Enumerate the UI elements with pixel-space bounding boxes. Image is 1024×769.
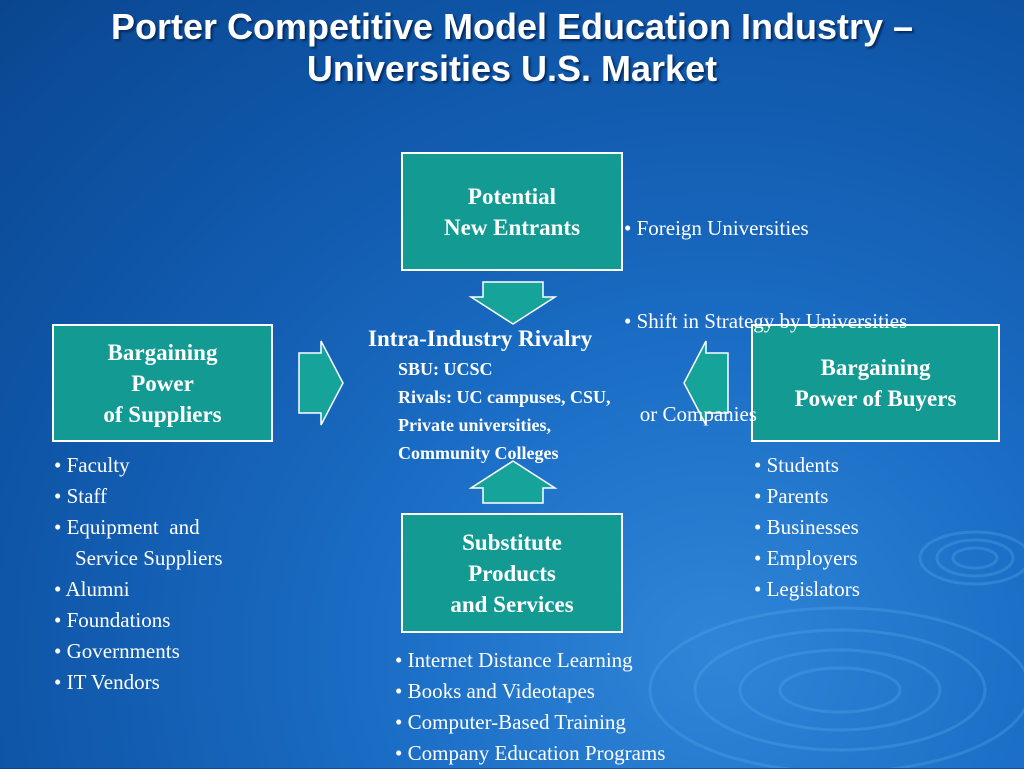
supplier-power-box: Bargaining Power of Suppliers: [52, 324, 273, 442]
list-item: • Alumni: [54, 577, 130, 601]
suppliers-label-3: of Suppliers: [103, 401, 222, 427]
list-item: • Students: [754, 453, 839, 477]
suppliers-list: • Faculty • Staff • Equipment and Servic…: [54, 450, 223, 698]
rivalry-line: SBU: UCSC: [398, 359, 493, 379]
arrow-up-icon: [468, 460, 558, 504]
list-item: • Equipment and: [54, 515, 200, 539]
list-item: • Businesses: [754, 515, 859, 539]
rivalry-line: Community Colleges: [398, 443, 559, 463]
list-item: • Legislators: [754, 577, 860, 601]
list-item: • Governments: [54, 639, 180, 663]
list-item: • Employers: [754, 546, 858, 570]
title-line-2: Universities U.S. Market: [306, 48, 718, 89]
buyers-label-1: Bargaining: [820, 355, 931, 380]
potential-new-entrants-box: Potential New Entrants: [401, 152, 623, 271]
rivalry-heading: Intra-Industry Rivalry: [368, 326, 593, 351]
list-item: • Foundations: [54, 608, 171, 632]
rivalry-line: Private universities,: [398, 415, 551, 435]
list-item: • Parents: [754, 484, 829, 508]
substitutes-box: Substitute Products and Services: [401, 513, 623, 633]
buyers-label-2: Power of Buyers: [794, 386, 957, 411]
list-item: • Books and Videotapes: [395, 679, 595, 703]
arrow-right-icon: [298, 340, 344, 426]
list-item: • Shift in Strategy by Universities: [624, 309, 908, 333]
substitutes-list: • Internet Distance Learning • Books and…: [395, 645, 665, 769]
list-item: • Faculty: [54, 453, 130, 477]
list-item: • Computer-Based Training: [395, 710, 626, 734]
list-item: • IT Vendors: [54, 670, 160, 694]
substitutes-label-1: Substitute: [462, 529, 562, 555]
suppliers-label-2: Power: [131, 370, 194, 396]
list-item: • Staff: [54, 484, 108, 508]
slide-title: Porter Competitive Model Education Indus…: [0, 6, 1024, 90]
buyers-list: • Students • Parents • Businesses • Empl…: [754, 450, 860, 605]
list-item: • Internet Distance Learning: [395, 648, 633, 672]
list-item: • Foreign Universities: [624, 216, 809, 240]
rivalry-text: Intra-Industry Rivalry SBU: UCSC Rivals:…: [368, 323, 611, 467]
substitutes-label-2: Products: [468, 560, 556, 586]
entrants-label-2: New Entrants: [443, 214, 581, 240]
rivalry-line: Rivals: UC campuses, CSU,: [398, 387, 611, 407]
list-item: Service Suppliers: [54, 546, 223, 570]
title-line-1: Porter Competitive Model Education Indus…: [110, 6, 914, 47]
substitutes-label-3: and Services: [450, 591, 574, 617]
list-item: • Company Education Programs: [395, 741, 666, 765]
arrow-down-icon: [468, 281, 558, 325]
suppliers-label-1: Bargaining: [107, 339, 218, 365]
arrow-left-icon: [683, 340, 729, 426]
list-item: or Companies: [624, 402, 757, 426]
entrants-label-1: Potential: [467, 183, 557, 209]
buyer-power-box: Bargaining Power of Buyers: [751, 324, 1000, 442]
entrants-list: • Foreign Universities • Shift in Strate…: [624, 151, 907, 461]
